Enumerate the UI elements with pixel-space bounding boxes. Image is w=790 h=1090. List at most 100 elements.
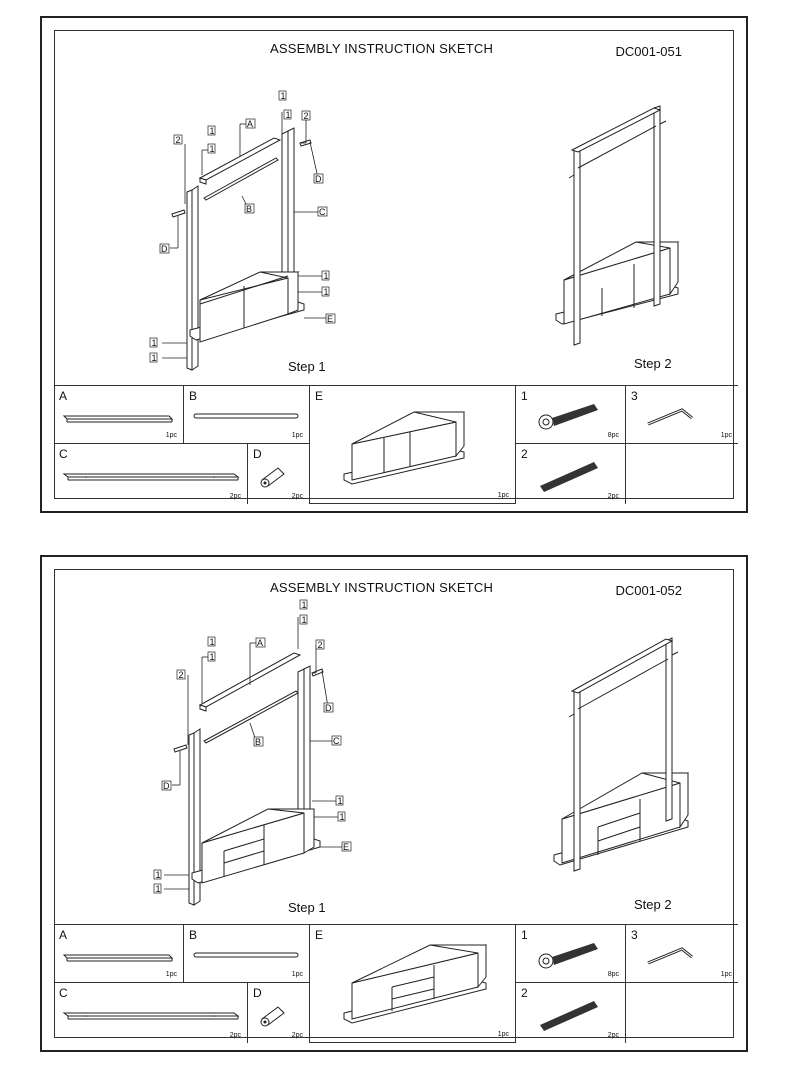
part-letter: 3	[631, 928, 638, 942]
step2-assembled-drawing	[553, 637, 690, 872]
part-B-rod-drawing	[193, 413, 299, 419]
part-letter: A	[59, 928, 68, 942]
step2-label: Step 2	[634, 897, 672, 912]
callout-1a: 1	[207, 143, 216, 154]
callout-1c: 1	[299, 599, 308, 610]
callout-1b: 1	[207, 125, 216, 136]
part-qty: 2pc	[291, 493, 303, 500]
model-code: DC001-051	[615, 44, 683, 59]
callout-1f: 1	[337, 811, 346, 822]
part-cell-C: C 2pc	[54, 983, 248, 1043]
callout-label: 1	[302, 615, 307, 625]
callout-label: C	[319, 207, 326, 217]
callout-label: 1	[302, 600, 307, 610]
callout-label: 2	[304, 111, 309, 121]
part-qty: 1pc	[720, 971, 732, 978]
parts-list: A 1pc B 1pc E 1p	[54, 924, 738, 1043]
part-letter: 2	[521, 986, 528, 1000]
callout-1a: 1	[207, 651, 216, 662]
part-qty: 1pc	[165, 432, 177, 439]
callout-1g: 1	[153, 869, 162, 880]
step1-exploded-drawing: 1 1 1 1 A 2 D C B 2 D 1 1 E 1 1	[149, 90, 336, 371]
part-cell-D: D 2pc	[248, 444, 310, 504]
callout-label: D	[315, 174, 322, 184]
callout-B: B	[244, 203, 255, 214]
sheet-frame	[54, 569, 734, 1038]
part-D-dowel-drawing	[260, 467, 285, 488]
part-letter: A	[59, 389, 68, 403]
callout-label: 1	[156, 884, 161, 894]
part-letter: 1	[521, 389, 528, 403]
part-3-allen-key-drawing	[647, 408, 693, 426]
step2-label: Step 2	[634, 356, 672, 371]
step1-exploded-drawing: 1 1 1 1 A 2 D C B 2 D 1 1 E 1 1	[153, 599, 352, 906]
part-C-upright-drawing	[62, 1012, 240, 1020]
part-cell-E: E 1pc	[310, 386, 516, 504]
callout-1g: 1	[149, 337, 158, 348]
part-cell-2: 2 2pc	[516, 444, 626, 504]
part-cell-1: 1 8pc	[516, 925, 626, 983]
callout-C: C	[317, 206, 328, 217]
part-E-cabinet-drawing	[343, 944, 488, 1024]
callout-label: D	[163, 781, 170, 791]
part-qty: 1pc	[165, 971, 177, 978]
part-letter: C	[59, 986, 68, 1000]
callout-C: C	[331, 735, 342, 746]
callout-label: 1	[286, 110, 291, 120]
part-cell-empty	[626, 444, 738, 504]
step1-label: Step 1	[288, 900, 326, 915]
part-letter: E	[315, 928, 324, 942]
part-cell-3: 3 1pc	[626, 386, 738, 444]
part-cell-D: D 2pc	[248, 983, 310, 1043]
instruction-sheet-1: ASSEMBLY INSTRUCTION SKETCH DC001-051	[40, 16, 748, 513]
part-qty: 1pc	[497, 492, 509, 499]
part-cell-B: B 1pc	[184, 386, 310, 444]
part-qty: 1pc	[291, 971, 303, 978]
callout-label: B	[246, 204, 252, 214]
callout-label: 1	[324, 287, 329, 297]
part-2-threaded-rod-drawing	[540, 462, 598, 492]
part-letter: C	[59, 447, 68, 461]
part-qty: 1pc	[291, 432, 303, 439]
callout-1h: 1	[149, 352, 158, 363]
callout-2-left: 2	[173, 134, 183, 145]
part-qty: 2pc	[607, 493, 619, 500]
part-cell-1: 1 8pc	[516, 386, 626, 444]
part-letter: E	[315, 389, 324, 403]
callout-label: B	[255, 737, 261, 747]
callout-label: 2	[176, 135, 181, 145]
part-cell-E: E 1pc	[310, 925, 516, 1043]
part-cell-2: 2 2pc	[516, 983, 626, 1043]
callout-label: 1	[324, 271, 329, 281]
part-cell-3: 3 1pc	[626, 925, 738, 983]
sheet-title: ASSEMBLY INSTRUCTION SKETCH	[270, 580, 494, 595]
callout-label: 1	[152, 353, 157, 363]
part-qty: 8pc	[607, 432, 619, 439]
callout-A: A	[255, 637, 266, 648]
callout-label: 1	[152, 338, 157, 348]
callout-label: E	[343, 842, 349, 852]
part-E-cabinet-drawing	[343, 411, 466, 485]
callout-1f: 1	[321, 286, 330, 297]
callout-label: D	[325, 703, 332, 713]
part-letter: 2	[521, 447, 528, 461]
callout-label: 1	[210, 637, 215, 647]
sheet-frame	[54, 30, 734, 499]
sheet-title: ASSEMBLY INSTRUCTION SKETCH	[270, 41, 494, 56]
part-C-upright-drawing	[62, 473, 240, 481]
callout-1d: 1	[283, 109, 292, 120]
part-letter: B	[189, 389, 198, 403]
callout-label: 1	[210, 144, 215, 154]
callout-label: A	[247, 119, 253, 129]
callout-1d: 1	[299, 614, 308, 625]
part-qty: 8pc	[607, 971, 619, 978]
callout-D-right: D	[323, 702, 334, 713]
part-letter: 1	[521, 928, 528, 942]
part-qty: 2pc	[607, 1032, 619, 1039]
callout-label: 1	[338, 796, 343, 806]
part-cell-empty	[626, 983, 738, 1043]
part-2-threaded-rod-drawing	[540, 1001, 598, 1031]
part-qty: 2pc	[229, 493, 241, 500]
callout-label: 1	[156, 870, 161, 880]
callout-E: E	[325, 313, 336, 324]
